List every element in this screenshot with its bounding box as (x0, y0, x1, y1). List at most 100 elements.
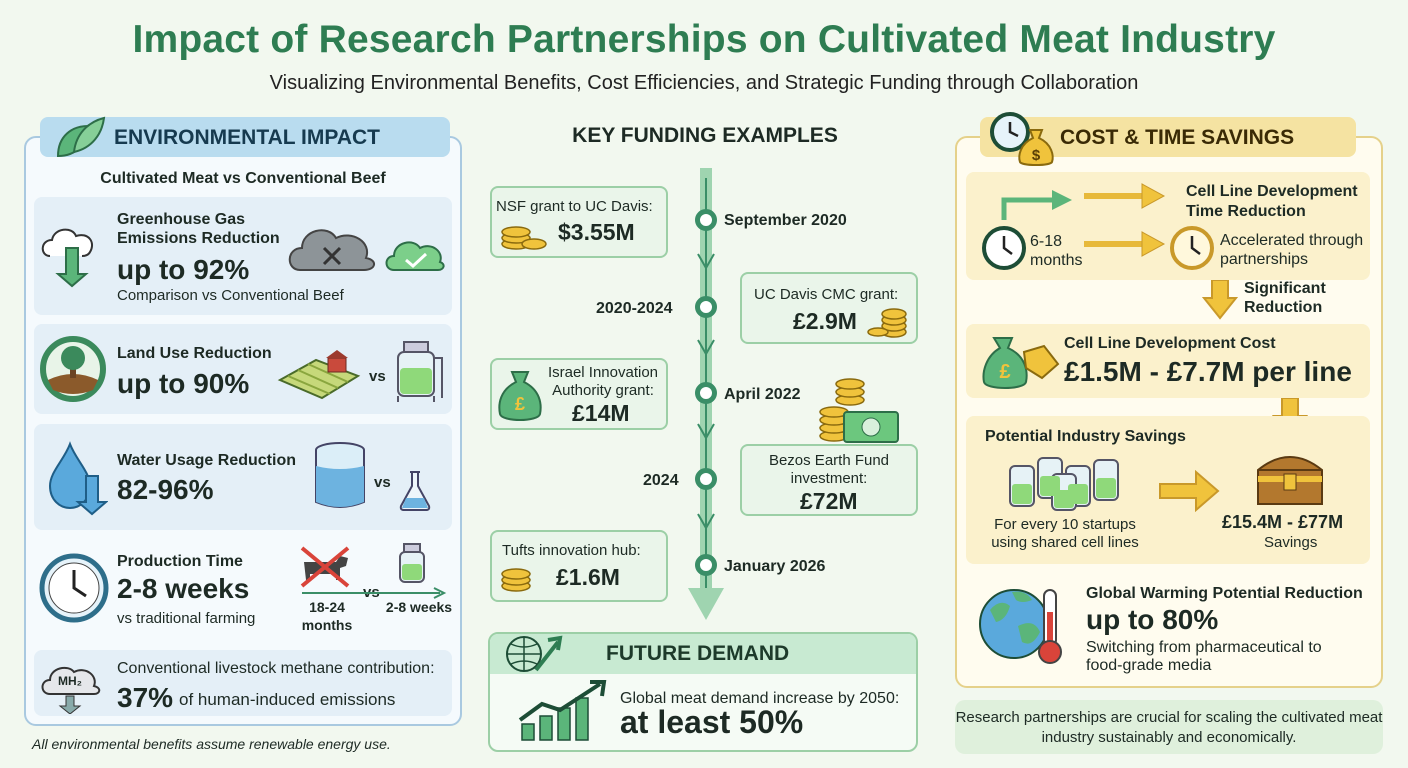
svg-text:£: £ (515, 394, 525, 414)
industry-note: For every 10 startups using shared cell … (991, 516, 1139, 551)
ghg-value: up to 92% (117, 254, 250, 285)
funding-item-2-amount: £2.9M (793, 308, 857, 334)
timeline-node-5 (695, 554, 717, 576)
land-tree-icon (40, 336, 106, 402)
timeline-node-1 (695, 209, 717, 231)
ghg-title: Greenhouse Gas Emissions Reduction (117, 211, 280, 247)
timeline-node-2 (695, 296, 717, 318)
gwp-note: Switching from pharmaceutical to food-gr… (1086, 639, 1322, 674)
page-title: Impact of Research Partnerships on Culti… (132, 18, 1276, 61)
methane-value: 37% (117, 682, 174, 713)
funding-item-2-label: UC Davis CMC grant: (754, 286, 899, 303)
land-value: up to 90% (117, 368, 250, 399)
funding-item-2-date: 2020-2024 (596, 300, 673, 317)
time-arrows-icon (1001, 183, 1166, 257)
cell-time-note: Accelerated through partnerships (1220, 232, 1364, 268)
cloud-down-arrow-icon (41, 228, 94, 288)
timeline-node-3 (695, 382, 717, 404)
methane-icon-text: MH₂ (58, 674, 82, 688)
funding-item-5-label: Tufts innovation hub: (502, 542, 641, 559)
growth-chart-icon (518, 680, 607, 741)
methane-suffix: of human-induced emissions (179, 690, 396, 709)
coin-stack-icon (867, 308, 907, 338)
production-title: Production Time (117, 553, 243, 570)
clock-icon (39, 553, 109, 623)
environmental-header (40, 117, 450, 157)
crossed-cow-icon (300, 546, 350, 588)
production-left-label: 18-24 months (301, 599, 353, 633)
clock-money-bag-icon: $ (990, 112, 1054, 166)
funding-item-5-date: January 2026 (724, 558, 826, 575)
environmental-footnote: All environmental benefits assume renewa… (32, 736, 391, 752)
ghg-card (34, 197, 452, 315)
cell-cost-title: Cell Line Development Cost (1064, 335, 1276, 352)
methane-card (34, 650, 452, 716)
cell-time-title: Cell Line Development Time Reduction (1186, 183, 1358, 220)
flask-icon (399, 471, 431, 511)
future-demand-heading: FUTURE DEMAND (606, 642, 790, 665)
clock-icon (982, 226, 1026, 270)
cell-cost-value: £1.5M - £7.7M per line (1064, 356, 1352, 387)
small-bioreactor-icon (399, 543, 425, 583)
bioreactor-icon (397, 341, 443, 402)
methane-title: Conventional livestock methane contribut… (117, 660, 435, 677)
future-demand-label: Global meat demand increase by 2050: (620, 690, 900, 707)
water-title: Water Usage Reduction (117, 452, 296, 469)
money-bag-icon: £ (498, 371, 542, 421)
timeline-arrow-icon (302, 587, 447, 599)
svg-text:$: $ (1032, 147, 1041, 164)
money-bag-tag-icon: £ (982, 337, 1060, 389)
funding-item-4 (740, 444, 918, 516)
cost-heading: COST & TIME SAVINGS (1060, 126, 1295, 149)
funding-item-4-amount: £72M (800, 488, 858, 514)
future-demand-value: at least 50% (620, 704, 804, 740)
bioreactors-icon (1009, 457, 1119, 511)
funding-item-3-amount: £14M (572, 400, 630, 426)
leaf-icon (56, 116, 106, 158)
svg-text:£: £ (999, 361, 1010, 383)
cell-time-card (966, 172, 1370, 280)
page-subtitle: Visualizing Environmental Benefits, Cost… (269, 72, 1139, 94)
funding-item-3-label: Israel Innovation Authority grant: (547, 364, 659, 399)
farm-icon (277, 350, 361, 400)
green-cloud-check-icon (385, 241, 445, 271)
methane-cloud-icon (41, 666, 101, 714)
gwp-title: Global Warming Potential Reduction (1086, 585, 1363, 602)
cell-time-from: 6-18 months (1030, 233, 1083, 269)
water-vs: vs (374, 474, 391, 491)
gwp-value: up to 80% (1086, 604, 1219, 635)
coins-and-banknotes-icon (819, 378, 899, 443)
water-card (34, 424, 452, 530)
timeline-node-4 (695, 468, 717, 490)
production-right-label: 2-8 weeks (385, 599, 453, 615)
coin-stack-icon (501, 226, 547, 250)
down-arrow-icon (1202, 280, 1238, 320)
ghg-note: Comparison vs Conventional Beef (117, 287, 344, 304)
funding-item-1-date: September 2020 (724, 212, 847, 229)
globe-arrow-icon (506, 635, 563, 672)
production-note: vs traditional farming (117, 610, 256, 627)
funding-item-4-date: 2024 (643, 472, 679, 489)
water-value: 82-96% (117, 474, 214, 505)
funding-item-1-amount: $3.55M (558, 219, 635, 245)
production-value: 2-8 weeks (117, 573, 250, 604)
industry-value: £15.4M - £77M (1222, 512, 1344, 532)
environmental-heading: ENVIRONMENTAL IMPACT (114, 126, 380, 149)
water-drop-icon (48, 441, 108, 516)
water-tank-icon (315, 442, 365, 508)
significant-reduction-label: Significant Reduction (1244, 280, 1326, 316)
industry-title: Potential Industry Savings (985, 428, 1186, 445)
gray-cloud-x-icon (288, 229, 375, 271)
land-title: Land Use Reduction (117, 345, 272, 362)
globe-thermometer-icon (979, 589, 1062, 664)
stopwatch-icon (1170, 226, 1214, 270)
environmental-subheading: Cultivated Meat vs Conventional Beef (100, 170, 386, 187)
treasure-chest-icon (1257, 456, 1323, 505)
funding-item-3-date: April 2022 (724, 386, 801, 403)
industry-value-label: Savings (1264, 534, 1318, 551)
conclusion-note: Research partnerships are crucial for sc… (955, 700, 1383, 754)
coin-stack-icon (501, 568, 531, 592)
funding-item-5-amount: £1.6M (556, 564, 620, 590)
funding-item-1-label: NSF grant to UC Davis: (496, 198, 653, 215)
funding-heading: KEY FUNDING EXAMPLES (572, 124, 838, 147)
